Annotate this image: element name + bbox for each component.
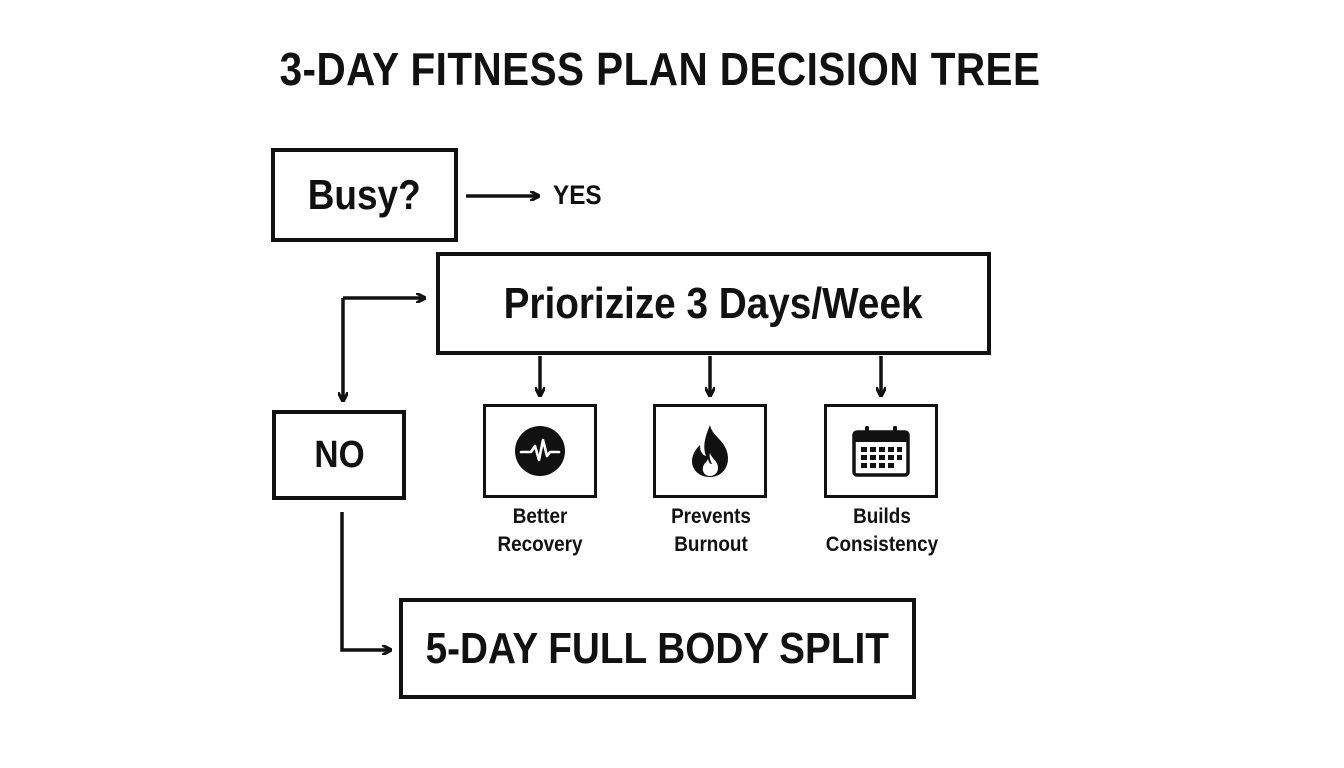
yes-label: YES	[553, 180, 602, 210]
burnout-caption-line1: Prevents	[671, 505, 751, 528]
consistency-caption-line1: Builds	[853, 505, 911, 528]
recovery-caption: Better Recovery	[450, 503, 630, 559]
heart-rate-icon	[515, 426, 565, 476]
busy-question-box: Busy?	[271, 148, 458, 242]
fire-icon	[691, 425, 729, 477]
calendar-icon	[852, 426, 910, 477]
burnout-benefit-box	[653, 404, 767, 498]
no-label: NO	[313, 433, 365, 476]
consistency-caption-line2: Consistency	[825, 533, 939, 556]
full-body-split-label: 5-DAY FULL BODY SPLIT	[425, 623, 890, 673]
arrow-no-to-split	[340, 512, 390, 650]
busy-question-label: Busy?	[308, 171, 421, 218]
diagram-title: 3-DAY FITNESS PLAN DECISION TREE	[279, 43, 1041, 95]
prioritize-label: Priorizize 3 Days/Week	[504, 278, 923, 328]
prioritize-box: Priorizize 3 Days/Week	[436, 252, 991, 355]
burnout-caption: Prevents Burnout	[621, 503, 801, 559]
recovery-caption-line1: Better	[512, 505, 568, 528]
consistency-caption: Builds Consistency	[792, 503, 972, 559]
recovery-caption-line2: Recovery	[497, 533, 583, 556]
no-box: NO	[272, 410, 406, 500]
recovery-benefit-box	[483, 404, 597, 498]
full-body-split-box: 5-DAY FULL BODY SPLIT	[399, 598, 916, 699]
consistency-benefit-box	[824, 404, 938, 498]
burnout-caption-line2: Burnout	[674, 533, 748, 556]
